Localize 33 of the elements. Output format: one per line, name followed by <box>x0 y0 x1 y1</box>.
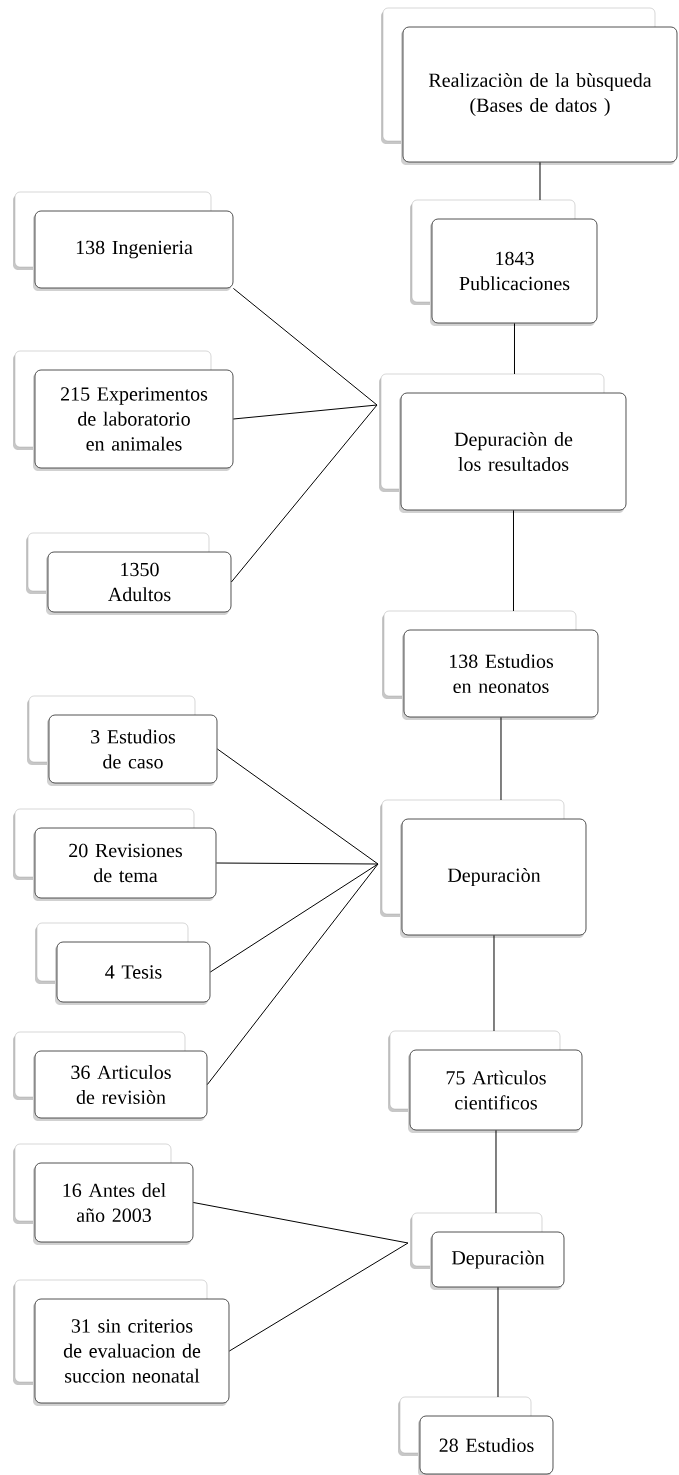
stacked-box: Depuraciòn de los resultados <box>379 373 627 513</box>
stacked-box: Realizaciòn de la bùsqueda (Bases de datos ) <box>381 7 678 165</box>
stacked-box: 138 Ingenieria <box>13 191 234 291</box>
connector-line <box>497 1286 499 1398</box>
connector-line <box>513 509 514 612</box>
stacked-box: 75 Artìculos cientificos <box>388 1030 583 1133</box>
stacked-box: 28 Estudios <box>398 1396 554 1475</box>
stacked-box: 138 Estudios en neonatos <box>382 610 599 720</box>
stacked-box: 3 Estudios de caso <box>27 695 218 786</box>
stacked-box: 31 sin criterios de evaluacion de succion neonatal <box>13 1279 230 1406</box>
stacked-box: Depuraciòn <box>380 799 587 938</box>
connector-line <box>209 863 379 973</box>
stacked-box: 16 Antes del año 2003 <box>13 1143 194 1245</box>
connector-line <box>228 1242 409 1352</box>
stacked-box: Depuraciòn <box>410 1212 565 1290</box>
connector-line <box>514 322 515 375</box>
connector-line <box>230 404 378 583</box>
connector-line <box>539 161 541 201</box>
connector-line <box>495 1129 497 1214</box>
connector-line <box>206 863 379 1085</box>
stacked-box: 1843 Publicaciones <box>410 199 598 326</box>
stacked-box: 1350 Adultos <box>26 532 232 615</box>
connector-line <box>232 404 378 420</box>
stacked-box: 4 Tesis <box>35 922 211 1005</box>
connector-line <box>500 716 502 801</box>
connector-line <box>232 287 378 406</box>
stacked-box: 20 Revisiones de tema <box>13 808 217 901</box>
stacked-box: 36 Articulos de revisiòn <box>13 1031 208 1121</box>
connector-line <box>216 748 379 865</box>
connector-line <box>215 862 379 865</box>
stacked-box: 215 Experimentos de laboratorio en animales <box>13 350 234 471</box>
connector-line <box>493 934 495 1032</box>
connector-line <box>192 1202 409 1244</box>
